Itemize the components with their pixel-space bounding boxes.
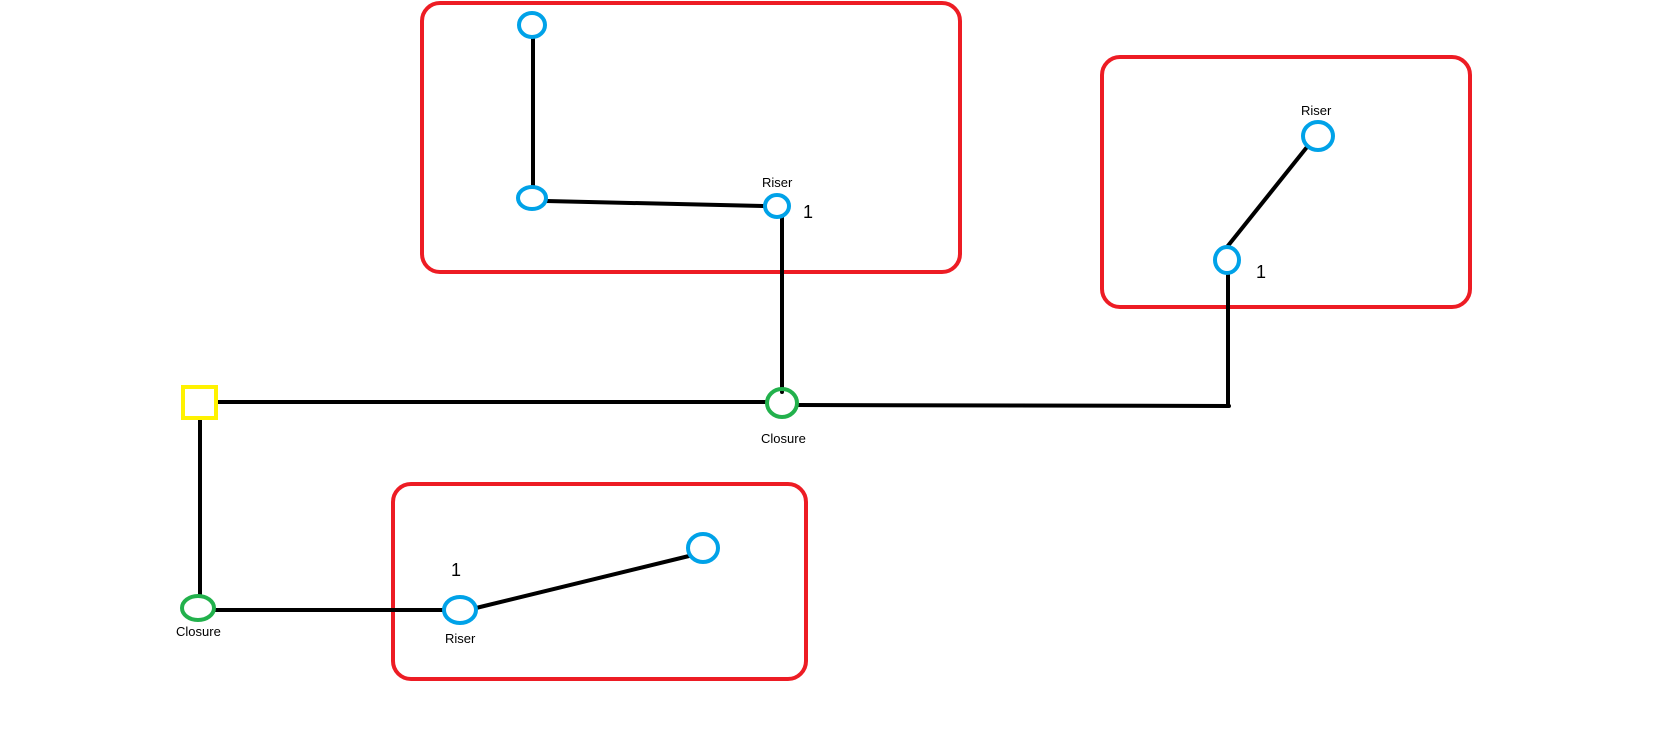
group-box-right [1100,55,1472,309]
node-bottom-b [686,532,720,564]
node-top-b [516,185,548,211]
label-closure-center: Closure [761,431,806,446]
label-num-bottom: 1 [451,560,461,580]
node-bottom-riser [442,595,478,625]
source-square [181,385,218,420]
node-top-riser [763,193,791,219]
line-bottom-diagonal [474,554,691,610]
node-right-riser [1301,120,1335,152]
line-top-horizontal [544,199,766,208]
line-closure-to-right [796,403,1231,408]
label-riser-bottom: Riser [445,631,476,646]
label-num-top: 1 [803,202,813,222]
line-right-diagonal [1225,145,1309,249]
label-closure-left: Closure [176,624,221,639]
group-box-top [420,1,962,274]
label-num-right: 1 [1256,262,1266,282]
label-riser-top: Riser [762,175,793,190]
group-box-bottom [391,482,808,681]
label-riser-right: Riser [1301,103,1332,118]
node-top-a [517,11,547,39]
closure-center-node [765,387,799,419]
closure-left-node [180,594,216,622]
node-right-b [1213,245,1241,275]
